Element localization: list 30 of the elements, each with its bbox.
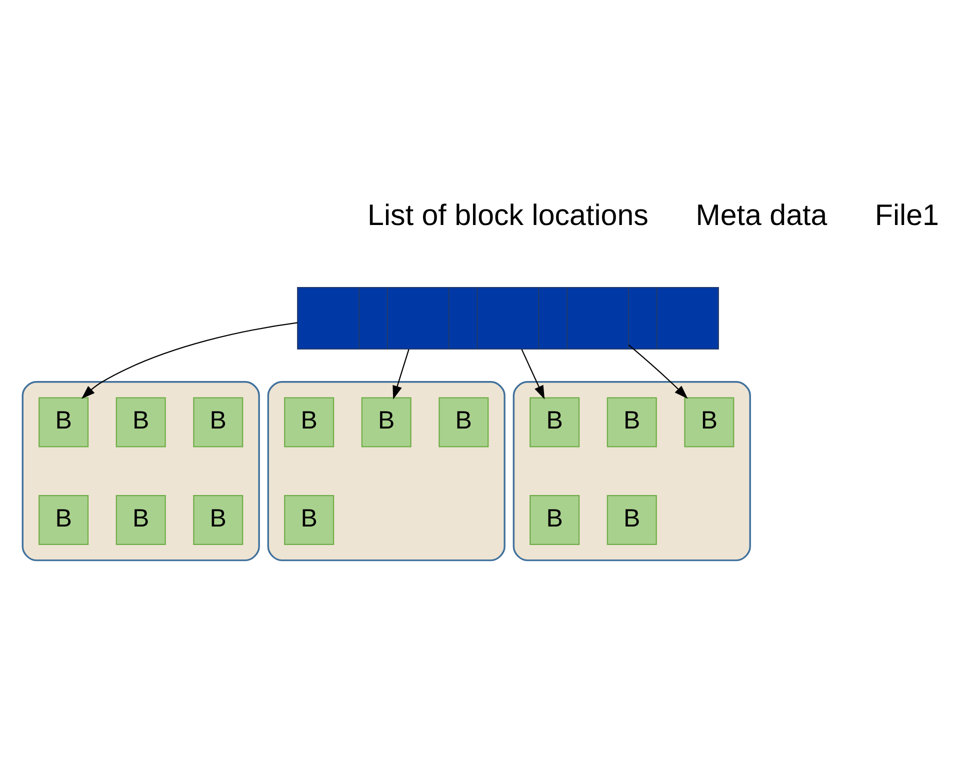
node-box (566, 286, 629, 349)
label: List of block locations (367, 198, 648, 232)
label: Meta data (695, 198, 827, 232)
node-box (296, 286, 360, 349)
arrow (520, 348, 544, 399)
cluster (512, 380, 750, 561)
node-box: B (606, 494, 656, 544)
node-box (656, 286, 718, 349)
arrow (628, 344, 688, 398)
node-box: B (360, 396, 411, 447)
arrow (80, 322, 298, 398)
node-box: B (438, 396, 488, 447)
node-box: B (115, 396, 166, 447)
node-box: B (529, 396, 580, 447)
label: File1 (874, 198, 938, 232)
node-box: B (38, 494, 88, 544)
node-box (476, 286, 539, 349)
node-box (386, 286, 449, 349)
node-box: B (529, 494, 580, 544)
arrow (392, 348, 409, 399)
node-box: B (115, 494, 166, 544)
node-box: B (192, 494, 243, 544)
cluster (21, 380, 260, 561)
node-box: B (606, 396, 656, 447)
node-box: B (684, 396, 734, 447)
cluster (266, 380, 505, 561)
node-box: B (284, 396, 334, 447)
node-box: B (38, 396, 88, 447)
node-box: B (192, 396, 243, 447)
node-box: B (284, 494, 334, 544)
